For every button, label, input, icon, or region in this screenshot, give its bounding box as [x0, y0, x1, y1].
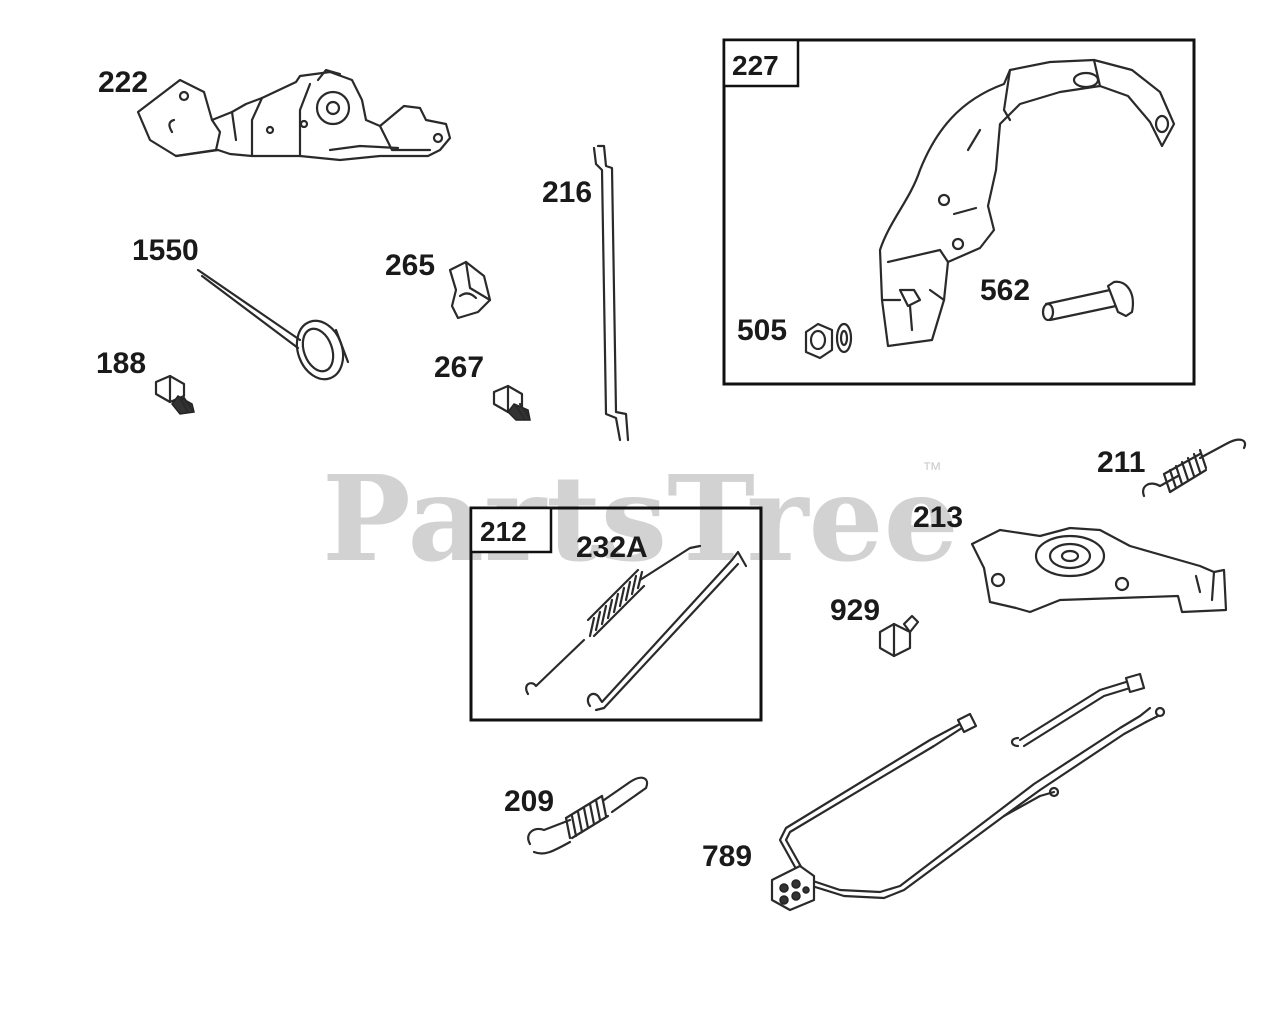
callout-265[interactable]: 265: [385, 249, 435, 282]
callout-188[interactable]: 188: [96, 347, 146, 380]
spring-232a-coils: [586, 568, 646, 638]
part-789-wire-harness[interactable]: [770, 672, 1166, 912]
part-209-spring[interactable]: [527, 776, 649, 855]
group-label-227[interactable]: 227: [732, 50, 779, 81]
group-212-box: [469, 506, 763, 722]
part-216-link-rod[interactable]: [592, 144, 630, 442]
group-227-box: [722, 38, 1196, 386]
callout-232a[interactable]: 232A: [576, 531, 648, 564]
callout-211[interactable]: 211: [1097, 446, 1145, 479]
part-211-spring[interactable]: [1142, 438, 1247, 498]
part-562-pin[interactable]: [1041, 280, 1134, 322]
callout-789[interactable]: 789: [702, 840, 752, 873]
part-505-nut-washer[interactable]: [804, 322, 853, 360]
group-label-212[interactable]: 212: [480, 516, 527, 547]
callout-267[interactable]: 267: [434, 351, 484, 384]
part-188-screw[interactable]: [154, 374, 195, 415]
callout-1550[interactable]: 1550: [132, 234, 199, 267]
callout-216[interactable]: 216: [542, 176, 592, 209]
part-213-pulley-bracket[interactable]: [970, 526, 1228, 614]
part-1550-spring-rod[interactable]: [196, 268, 351, 386]
watermark-trademark: ™: [922, 459, 942, 481]
part-267-screw[interactable]: [492, 384, 531, 421]
spring-211-coils: [1162, 448, 1208, 494]
part-232a-spring-and-rod[interactable]: [525, 544, 748, 712]
callout-213[interactable]: 213: [913, 501, 963, 534]
part-265-clip[interactable]: [448, 260, 492, 320]
callout-929[interactable]: 929: [830, 594, 880, 627]
callout-562[interactable]: 562: [980, 274, 1030, 307]
connector-789-pins: [779, 879, 810, 905]
watermark-text: PartsTree: [322, 449, 959, 588]
part-222-control-bracket[interactable]: [136, 68, 452, 162]
callout-209[interactable]: 209: [504, 785, 554, 818]
callout-505[interactable]: 505: [737, 314, 787, 347]
watermark: PartsTree ™: [322, 449, 959, 588]
spring-209-coils: [564, 794, 610, 840]
part-929-bolt[interactable]: [878, 614, 920, 658]
callout-222[interactable]: 222: [98, 66, 148, 99]
part-227-bracket[interactable]: [878, 58, 1176, 348]
